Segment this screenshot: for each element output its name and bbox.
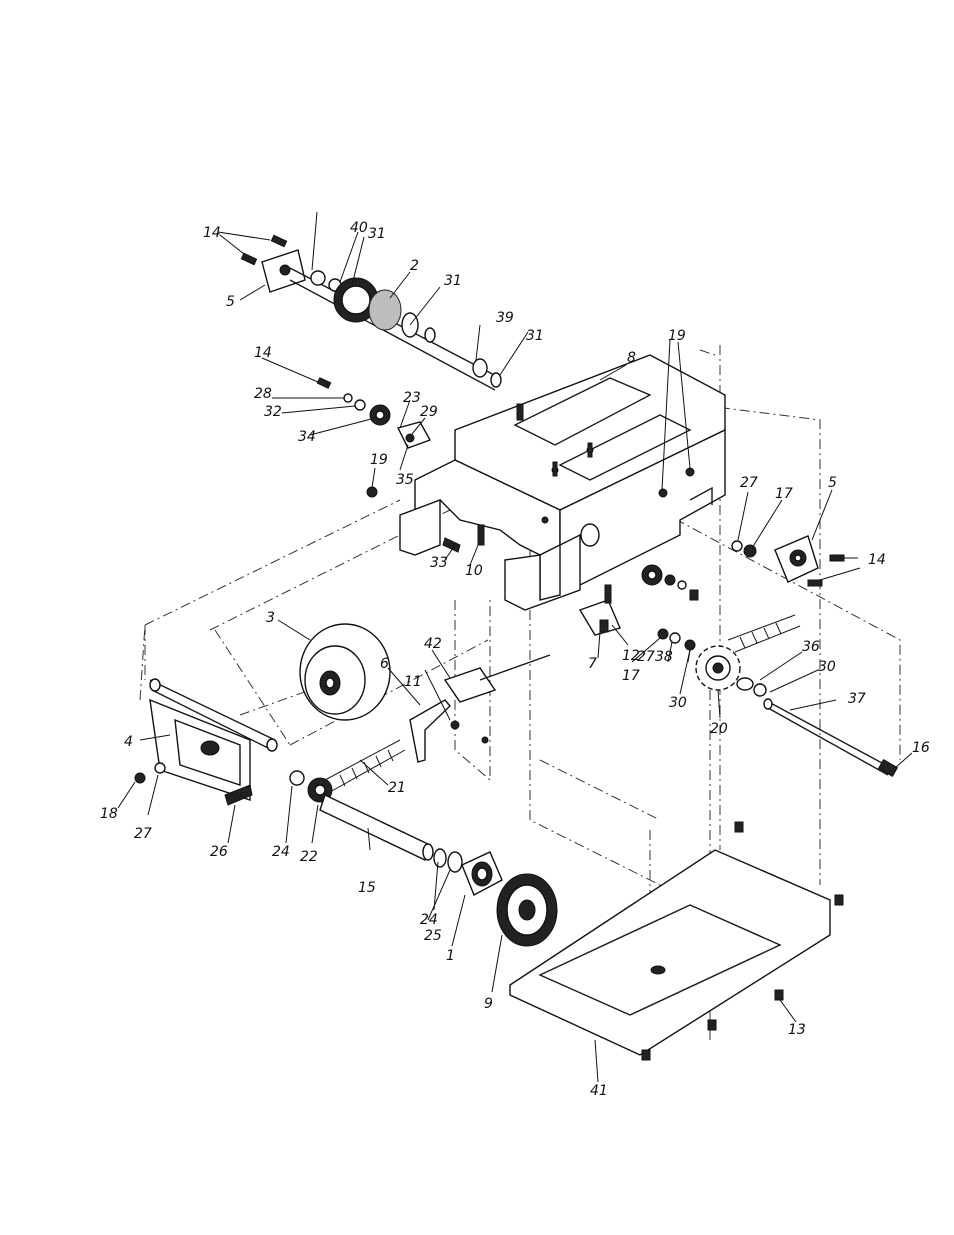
upper-shaft-assembly xyxy=(241,235,501,390)
drive-disk xyxy=(497,874,557,946)
drive-sprocket xyxy=(658,615,800,696)
part-label: 7 xyxy=(588,656,597,672)
part-label: 19 xyxy=(668,328,686,344)
part-label: 39 xyxy=(496,310,514,326)
part-label: 27 xyxy=(740,475,758,491)
part-label: 6 xyxy=(380,656,389,672)
part-label: 26 xyxy=(210,844,228,860)
shift-linkage xyxy=(410,585,620,762)
part-label: 30 xyxy=(669,695,687,711)
part-label: 16 xyxy=(912,740,930,756)
part-label: 11 xyxy=(404,674,422,690)
part-label: 21 xyxy=(388,780,406,796)
part-label: 3 xyxy=(266,610,275,626)
part-label: 1 xyxy=(446,948,455,964)
part-label: 25 xyxy=(424,928,442,944)
part-label: 17 xyxy=(622,668,640,684)
part-label: 22 xyxy=(300,849,318,865)
part-label: 40 xyxy=(350,220,368,236)
part-label: 30 xyxy=(818,659,836,675)
part-label: 42 xyxy=(424,636,442,652)
part-label: 8 xyxy=(627,350,636,366)
part-label: 9 xyxy=(484,996,493,1012)
part-label: 36 xyxy=(802,639,820,655)
part-label: 29 xyxy=(420,404,438,420)
part-label: 41 xyxy=(590,1083,608,1099)
part-label: 18 xyxy=(100,806,118,822)
part-label: 20 xyxy=(710,721,728,737)
part-label: 5 xyxy=(226,294,235,310)
part-label: 23 xyxy=(403,390,421,406)
part-label: 32 xyxy=(264,404,282,420)
part-label: 17 xyxy=(775,486,793,502)
part-label: 27 xyxy=(637,649,655,665)
part-label: 31 xyxy=(526,328,544,344)
part-label: 27 xyxy=(134,826,152,842)
left-bracket xyxy=(135,679,277,805)
part-label: 13 xyxy=(788,1022,806,1038)
main-frame xyxy=(400,355,725,610)
part-label: 24 xyxy=(272,844,290,860)
part-label: 14 xyxy=(203,225,221,241)
flange-bearing xyxy=(462,852,502,895)
part-label: 33 xyxy=(430,555,448,571)
axle xyxy=(764,699,897,776)
part-label: 14 xyxy=(254,345,272,361)
part-label: 31 xyxy=(368,226,386,242)
part-label: 34 xyxy=(298,429,316,445)
part-label: 24 xyxy=(420,912,438,928)
part-label: 37 xyxy=(848,691,866,707)
part-label: 19 xyxy=(370,452,388,468)
part-label: 38 xyxy=(655,649,673,665)
part-label: 4 xyxy=(124,734,133,750)
part-label: 5 xyxy=(828,475,837,491)
part-label: 28 xyxy=(254,386,272,402)
friction-wheel xyxy=(300,624,390,720)
part-label: 10 xyxy=(465,563,483,579)
part-label: 14 xyxy=(868,552,886,568)
part-label: 2 xyxy=(410,258,419,274)
part-label: 31 xyxy=(444,273,462,289)
part-label: 15 xyxy=(358,880,376,896)
part-label: 35 xyxy=(396,472,414,488)
